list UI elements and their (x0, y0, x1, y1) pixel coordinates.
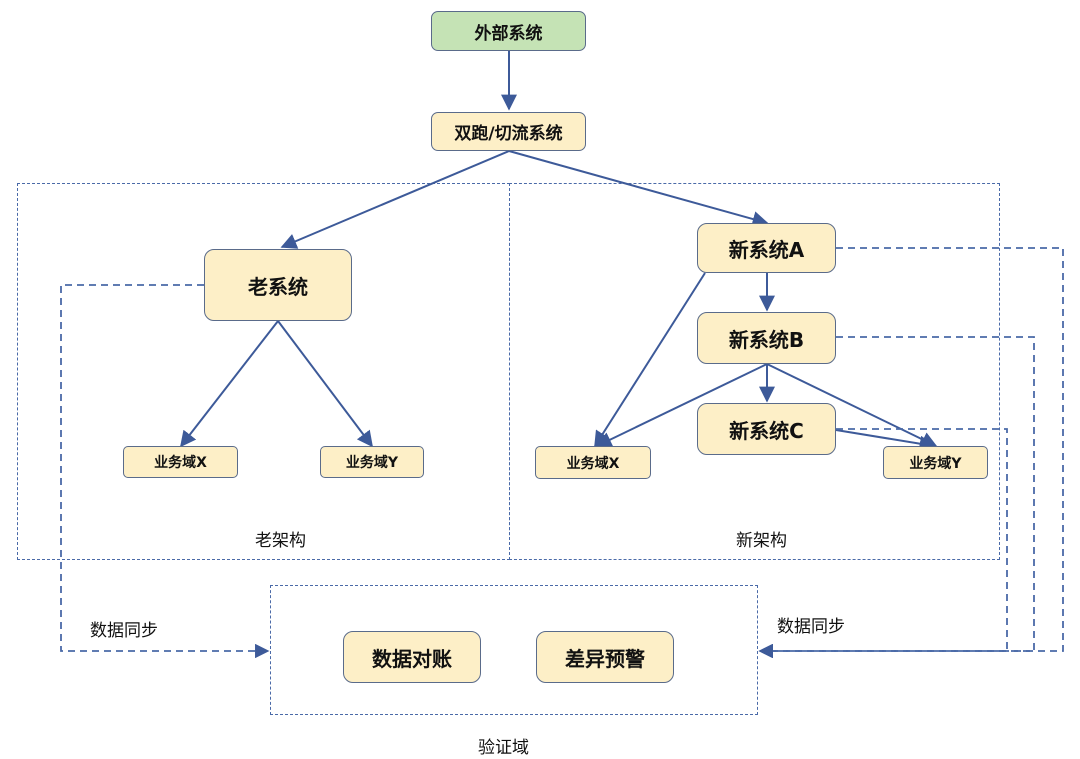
sync-label-right: 数据同步 (777, 617, 845, 637)
old-architecture-label: 老架构 (255, 531, 306, 551)
diff-alert-node: 差异预警 (536, 631, 674, 683)
sync-label-left: 数据同步 (90, 621, 158, 641)
new-domain-x-node: 业务域X (535, 446, 651, 479)
data-reconcile-node: 数据对账 (343, 631, 481, 683)
old-system-node: 老系统 (204, 249, 352, 321)
new-system-c-node: 新系统C (697, 403, 836, 455)
external-system-node: 外部系统 (431, 11, 586, 51)
new-architecture-label: 新架构 (736, 531, 787, 551)
old-architecture-region (17, 183, 510, 560)
verification-region (270, 585, 758, 715)
verification-domain-label: 验证域 (478, 738, 529, 758)
new-domain-y-node: 业务域Y (883, 446, 988, 479)
new-system-b-node: 新系统B (697, 312, 836, 364)
dual-run-switch-node: 双跑/切流系统 (431, 112, 586, 151)
new-system-a-node: 新系统A (697, 223, 836, 273)
old-domain-x-node: 业务域X (123, 446, 238, 478)
old-domain-y-node: 业务域Y (320, 446, 424, 478)
